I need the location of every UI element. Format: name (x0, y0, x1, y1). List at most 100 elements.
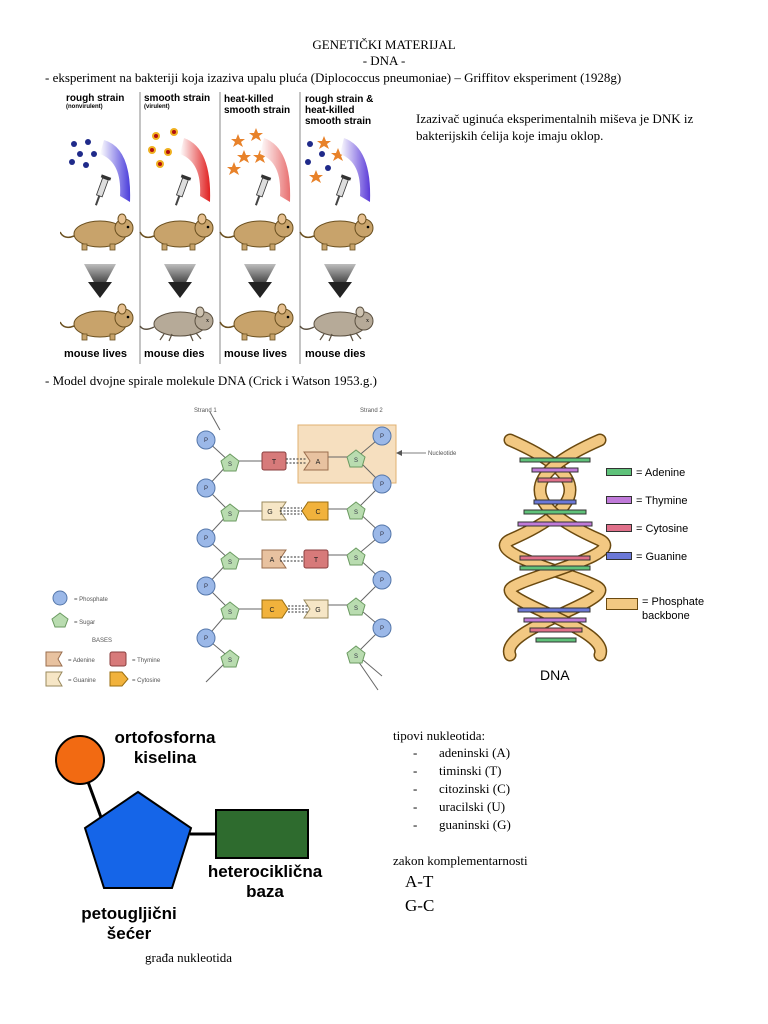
backbone-label-line-2: backbone (642, 610, 690, 622)
mixed-bacteria-icon (305, 136, 345, 183)
svg-text:S: S (228, 512, 232, 518)
svg-text:P: P (204, 584, 208, 590)
rung-4-left: C (269, 607, 274, 614)
legend-thymine-label: = Thymine (636, 495, 688, 507)
strand-2-label: Strand 2 (360, 408, 383, 414)
panel-4-title: rough strain & heat-killed smooth strain (305, 94, 374, 127)
svg-text:P: P (380, 626, 384, 632)
svg-text:P: P (204, 636, 208, 642)
svg-text:S: S (354, 510, 358, 516)
guanine-swatch-icon (606, 552, 632, 561)
list-item: uracilski (U) (393, 798, 511, 816)
rung-2-left: G (267, 509, 272, 516)
nucleotide-caption: građa nukleotida (145, 950, 232, 965)
panel-1-header: rough strain (nonvirulent) (66, 94, 140, 111)
svg-text:S: S (228, 462, 232, 468)
svg-text:S: S (354, 556, 358, 562)
page-subtitle: - DNA - (362, 53, 406, 68)
heat-killed-bacteria-icon (227, 128, 267, 175)
legend-adenine: = Adenine (606, 463, 756, 491)
pair-a-t: A-T (405, 872, 434, 891)
svg-text:= Sugar: = Sugar (74, 620, 95, 626)
svg-text:= Phosphate: = Phosphate (74, 597, 109, 603)
list-item: citozinski (C) (393, 780, 511, 798)
nucleotide-label: Nucleotide (428, 451, 457, 457)
panel-1-outcome: mouse lives (64, 348, 127, 360)
backbone-swatch-icon (606, 598, 638, 610)
svg-text:S: S (354, 606, 358, 612)
panel-4-header: rough strain & heat-killed smooth strain (305, 94, 383, 127)
svg-text:P: P (380, 434, 384, 440)
legend-backbone: = Phosphate backbone (606, 595, 756, 623)
base-rectangle (215, 809, 309, 859)
legend-adenine-label: = Adenine (636, 467, 686, 479)
helix-legend: = Adenine = Thymine = Cytosine = Guanine… (606, 463, 756, 623)
panel-4-outcome: mouse dies (305, 348, 366, 360)
rung-2-right: C (315, 509, 320, 516)
dna-helix-diagram: DNA (499, 433, 611, 683)
rung-3-left: A (270, 557, 275, 564)
panel-2-sub: (virulent) (144, 104, 170, 110)
griffith-experiment-figure: rough strain (nonvirulent) smooth strain… (60, 92, 380, 367)
types-list: adeninski (A) timinski (T) citozinski (C… (393, 744, 511, 834)
types-title: tipovi nukleotida: (393, 728, 486, 743)
experiment-line: - eksperiment na bakteriji koja izaziva … (45, 70, 622, 85)
complementarity-title: zakon komplementarnosti (393, 853, 528, 868)
backbone-label-line-1: = Phosphate (642, 596, 705, 608)
smooth-strain-bacteria-icon (148, 128, 178, 168)
sugar-label: petougljični šećer (64, 904, 194, 944)
sugar-label-line-2: šećer (106, 924, 152, 943)
legend-cytosine: = Cytosine (606, 519, 756, 547)
svg-text:S: S (228, 658, 232, 664)
cytosine-swatch-icon (606, 524, 632, 533)
base-label-line-2: baza (246, 882, 284, 901)
griffith-note: Izazivač uginuća eksperimentalnih miševa… (416, 111, 694, 143)
base-label-line-1: heterociklična (207, 862, 323, 881)
legend-guanine: = Guanine (606, 547, 756, 595)
panel-1-sub: (nonvirulent) (66, 104, 103, 110)
legend-backbone-label: = Phosphate backbone (642, 595, 704, 623)
panel-2-header: smooth strain (virulent) (144, 94, 222, 111)
legend-thymine: = Thymine (606, 491, 756, 519)
svg-text:P: P (204, 438, 208, 444)
list-item: adeninski (A) (393, 744, 511, 762)
griffith-illustration: x (60, 92, 374, 364)
panel-3-title: heat-killed smooth strain (224, 94, 291, 116)
dna-label: DNA (540, 667, 570, 683)
svg-text:S: S (354, 654, 358, 660)
list-item: guaninski (G) (393, 816, 511, 834)
list-item: timinski (T) (393, 762, 511, 780)
pair-g-c: G-C (405, 896, 435, 915)
svg-text:S: S (354, 458, 358, 464)
svg-text:P: P (380, 532, 384, 538)
ladder-legend: = Phosphate = Sugar BASES = Adenine = Th… (45, 590, 161, 687)
panel-3-outcome: mouse lives (224, 348, 287, 360)
panel-1-title: rough strain (66, 93, 125, 104)
phosphate-circle (55, 735, 105, 785)
legend-guanine-label: = Guanine (636, 551, 688, 563)
svg-text:= Adenine: = Adenine (68, 658, 96, 664)
model-line: - Model dvojne spirale molekule DNA (Cri… (45, 373, 377, 388)
page-title: GENETIČKI MATERIJAL (312, 37, 456, 52)
sugar-pentagon (83, 790, 193, 889)
svg-text:P: P (380, 482, 384, 488)
rung-1-right: A (316, 459, 321, 466)
svg-text:= Guanine: = Guanine (68, 678, 97, 684)
dna-ladder-diagram: Strand 1 Strand 2 Nucleotide PP PP P PP … (45, 408, 457, 691)
rung-4-right: G (315, 607, 320, 614)
acid-label-line-1: ortofosforna (114, 728, 216, 747)
sugar-label-line-1: petougljični (81, 904, 177, 923)
acid-label: ortofosforna kiselina (105, 728, 225, 768)
rough-strain-bacteria-icon (69, 139, 97, 168)
adenine-swatch-icon (606, 468, 632, 477)
legend-cytosine-label: = Cytosine (636, 523, 689, 535)
rung-3-right: T (314, 557, 319, 564)
svg-text:S: S (228, 610, 232, 616)
rung-1-left: T (272, 459, 277, 466)
svg-text:BASES: BASES (92, 638, 112, 644)
svg-text:P: P (380, 578, 384, 584)
thymine-swatch-icon (606, 496, 632, 505)
svg-text:= Thymine: = Thymine (132, 658, 161, 664)
panel-3-header: heat-killed smooth strain (224, 94, 300, 116)
panel-2-outcome: mouse dies (144, 348, 205, 360)
